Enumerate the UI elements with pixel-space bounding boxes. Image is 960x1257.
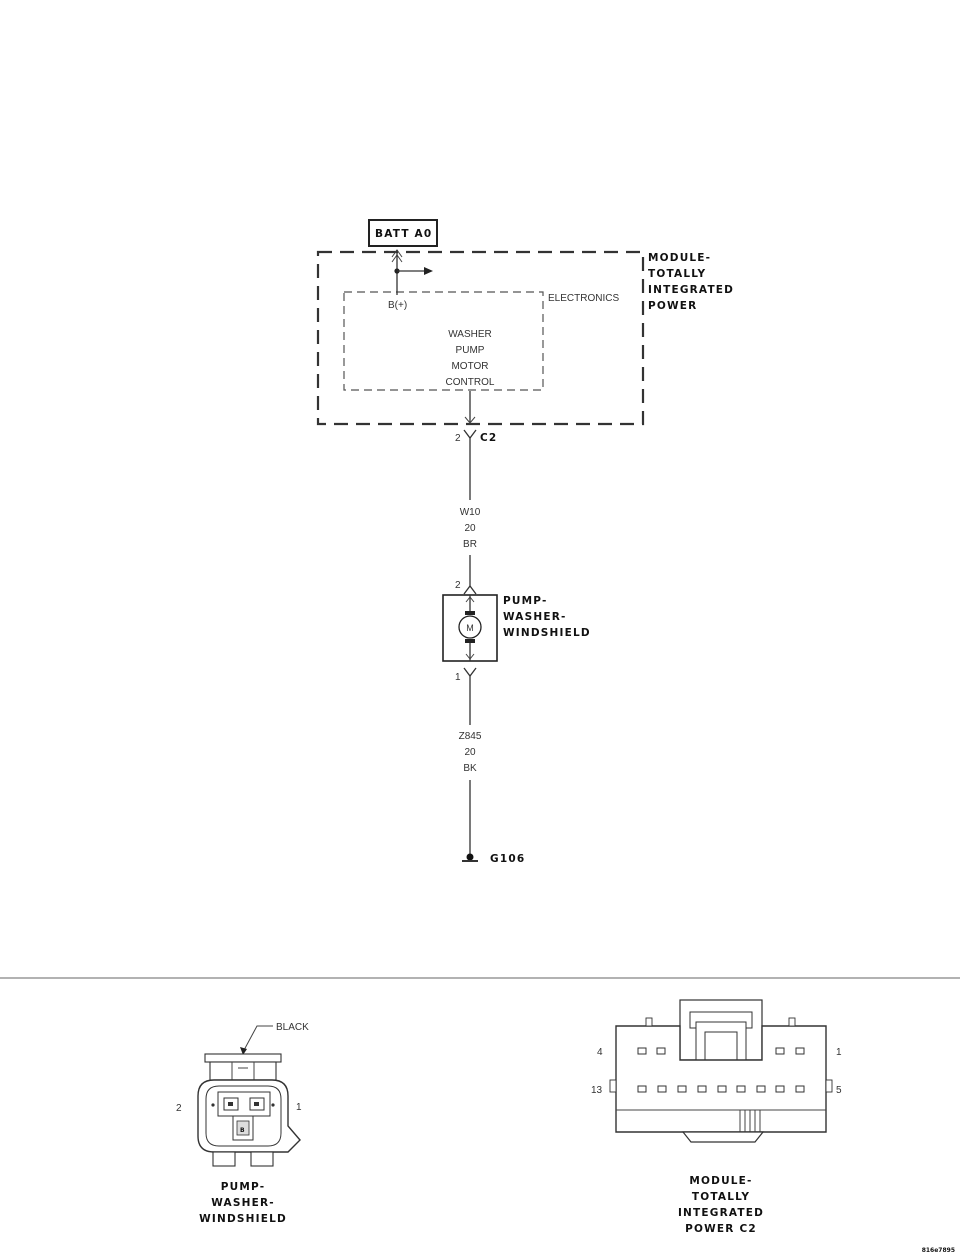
svg-text:W10: W10 bbox=[460, 507, 481, 518]
svg-text:Z845: Z845 bbox=[459, 731, 482, 742]
ground-label: G106 bbox=[490, 853, 525, 865]
batt-label: BATT A0 bbox=[375, 228, 432, 240]
svg-text:MODULE-: MODULE- bbox=[689, 1175, 752, 1187]
svg-text:TOTALLY: TOTALLY bbox=[648, 268, 706, 280]
pump-pin-bottom-number: 1 bbox=[455, 672, 461, 683]
ground-icon bbox=[466, 853, 474, 861]
batt-a0-source: BATT A0 bbox=[368, 219, 438, 247]
pump-connector-color: BLACK bbox=[276, 1022, 309, 1033]
schematic: BATT A0 MODULE- TOTALLY INTEGRATED POWER… bbox=[316, 219, 734, 865]
svg-text:BR: BR bbox=[463, 539, 477, 550]
svg-text:BK: BK bbox=[463, 763, 477, 774]
svg-text:WASHER: WASHER bbox=[448, 329, 492, 340]
c2-connector-pin-mid-left: 13 bbox=[591, 1085, 603, 1096]
svg-text:PUMP-: PUMP- bbox=[503, 595, 548, 607]
svg-text:MOTOR: MOTOR bbox=[451, 361, 488, 372]
c2-connector-pin: 2 C2 bbox=[455, 429, 497, 444]
ground-g106: G106 bbox=[462, 853, 525, 865]
pump-connector-pin-left: 2 bbox=[176, 1103, 182, 1114]
svg-text:WASHER-: WASHER- bbox=[503, 611, 567, 623]
svg-text:POWER: POWER bbox=[648, 300, 697, 312]
bplus-label: B(+) bbox=[388, 300, 407, 311]
pump-name: PUMP- WASHER- WINDSHIELD bbox=[503, 595, 591, 639]
figure-id: 816e7895 bbox=[922, 1247, 955, 1254]
svg-text:TOTALLY: TOTALLY bbox=[692, 1191, 750, 1203]
svg-text:CONTROL: CONTROL bbox=[446, 377, 495, 388]
module-name: MODULE- TOTALLY INTEGRATED POWER bbox=[648, 252, 734, 312]
svg-text:20: 20 bbox=[464, 747, 476, 758]
c2-connector-pin-top-right: 1 bbox=[836, 1047, 842, 1058]
electronics-label: ELECTRONICS bbox=[548, 293, 619, 304]
svg-text:PUMP: PUMP bbox=[456, 345, 485, 356]
motor-symbol: M bbox=[466, 623, 474, 633]
pump-washer-windshield: M bbox=[442, 594, 498, 662]
c2-connector-pin-top-left: 4 bbox=[597, 1047, 603, 1058]
svg-text:PUMP-: PUMP- bbox=[221, 1181, 266, 1193]
svg-text:MODULE-: MODULE- bbox=[648, 252, 711, 264]
module-tipm-boundary bbox=[316, 250, 645, 426]
battery-feed bbox=[391, 249, 433, 295]
wire-w10-label: W10 20 BR bbox=[460, 507, 481, 550]
c2-connector-pin-mid-right: 5 bbox=[836, 1085, 842, 1096]
svg-text:WASHER-: WASHER- bbox=[211, 1197, 275, 1209]
motor-icon bbox=[458, 615, 482, 639]
c2-pin-number: 2 bbox=[455, 433, 461, 444]
svg-text:WINDSHIELD: WINDSHIELD bbox=[199, 1213, 287, 1225]
svg-text:POWER C2: POWER C2 bbox=[685, 1223, 757, 1235]
pump-connector-name: PUMP- WASHER- WINDSHIELD bbox=[199, 1181, 287, 1225]
electronics-boundary bbox=[343, 291, 544, 391]
svg-text:B: B bbox=[240, 1127, 245, 1134]
washer-pump-motor-control: WASHER PUMP MOTOR CONTROL bbox=[446, 329, 495, 388]
pump-connector-pin-right: 1 bbox=[296, 1102, 302, 1113]
wire-z845-label: Z845 20 BK bbox=[459, 731, 482, 774]
module-c2-connector-name: MODULE- TOTALLY INTEGRATED POWER C2 bbox=[678, 1175, 764, 1235]
pump-connector-view: BLACK B 2 1 PUMP- WASHER- WINDSHIELD bbox=[176, 1022, 309, 1225]
c2-label: C2 bbox=[480, 432, 497, 444]
svg-text:INTEGRATED: INTEGRATED bbox=[678, 1207, 764, 1219]
module-c2-connector-view: 4 1 13 5 MODULE- TOTALLY INTEGRATED POWE… bbox=[591, 999, 842, 1235]
svg-text:20: 20 bbox=[464, 523, 476, 534]
pump-pin-top-number: 2 bbox=[455, 580, 461, 591]
svg-text:INTEGRATED: INTEGRATED bbox=[648, 284, 734, 296]
svg-text:WINDSHIELD: WINDSHIELD bbox=[503, 627, 591, 639]
